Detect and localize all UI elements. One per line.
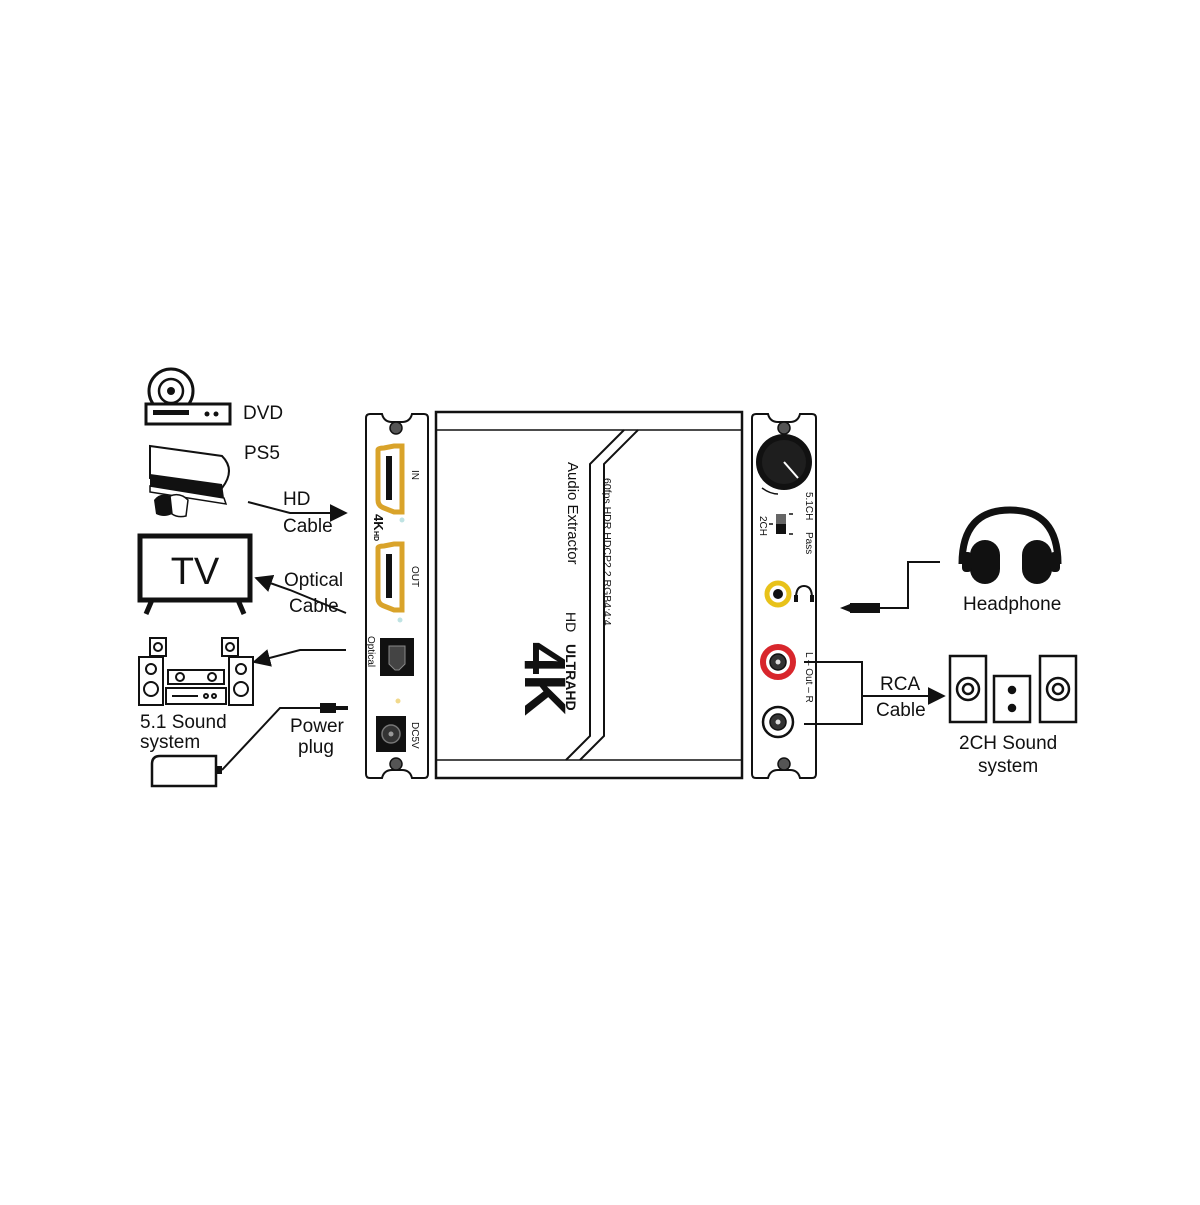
top-4k-logo: 4K [512,642,577,716]
power-plug-label-2: plug [298,737,334,758]
ps5-label: PS5 [244,443,280,464]
left-4k-logo: 4K [371,514,386,531]
power-plug-label-1: Power [290,716,345,737]
volume-knob[interactable] [756,434,812,495]
rca-out-label: L – Out – R [803,652,814,703]
rca-right-red-jack[interactable] [760,644,796,680]
sound2ch-label-1: 2CH Sound [959,733,1057,754]
screw-icon [777,421,791,435]
optical-cable-label-1: Optical [284,570,343,591]
dc-port-label: DC5V [409,722,420,749]
screw-icon [389,757,403,771]
hdmi-out-port[interactable] [375,541,405,613]
led-indicator [397,617,403,623]
hdmi-in-port[interactable] [375,443,405,515]
product-specs: 60fps HDR HDCP2.2 RGB4:4:4 [601,478,613,626]
sound-system-51-icon [138,637,254,706]
hdmi-out-label: OUT [409,566,420,587]
top-ultrahd-logo: ULTRAHD [563,644,579,711]
rca-cable-label-2: Cable [876,700,926,721]
power-adapter-icon [150,754,222,788]
sound51-label-1: 5.1 Sound [140,712,227,733]
optical-cable-label-2: Cable [289,596,339,617]
hd-cable-label-1: HD [283,489,310,510]
headphone-icon [958,506,1062,584]
mode-51-label: 5.1CH [803,492,814,520]
hd-cable-label-2: Cable [283,516,333,537]
product-name: Audio Extractor [564,462,581,565]
product-hd-label: HD [563,612,579,632]
dvd-label: DVD [243,403,283,424]
dvd-icon [144,367,232,426]
ps5-icon [149,444,230,518]
optical-port-label: Optical [365,636,376,667]
left-hd-logo: HD [372,531,379,541]
headphone-label: Headphone [963,594,1061,615]
headphone-jack[interactable] [764,580,792,608]
mode-pass-label: Pass [803,532,814,554]
surround-cable-arrow [252,649,346,667]
led-indicator [395,698,401,704]
dc-power-port[interactable] [376,716,406,752]
optical-cable-arrow [254,574,347,614]
rca-left-white-jack[interactable] [761,705,795,739]
led-indicator [399,517,405,523]
sound51-label-2: system [140,732,200,753]
tv-screen-label: TV [171,551,220,593]
mode-switch[interactable] [769,513,793,535]
mode-2ch-label: 2CH [757,516,768,536]
screw-icon [777,757,791,771]
screw-icon [389,421,403,435]
power-plug-icon [320,703,348,713]
power-cable-line [221,707,320,771]
headphone-jack-plug-icon [840,603,880,613]
sound2ch-label-2: system [978,756,1038,777]
tv-icon [137,533,253,615]
rca-cable-label-1: RCA [880,674,920,695]
sound-system-2ch-icon [948,654,1078,724]
device-top-face [434,410,744,780]
hd-cable-arrow [247,501,348,522]
optical-port[interactable] [380,638,414,676]
headphone-small-icon [794,584,814,602]
hdmi-in-label: IN [409,470,420,480]
headphone-cable [880,561,940,609]
